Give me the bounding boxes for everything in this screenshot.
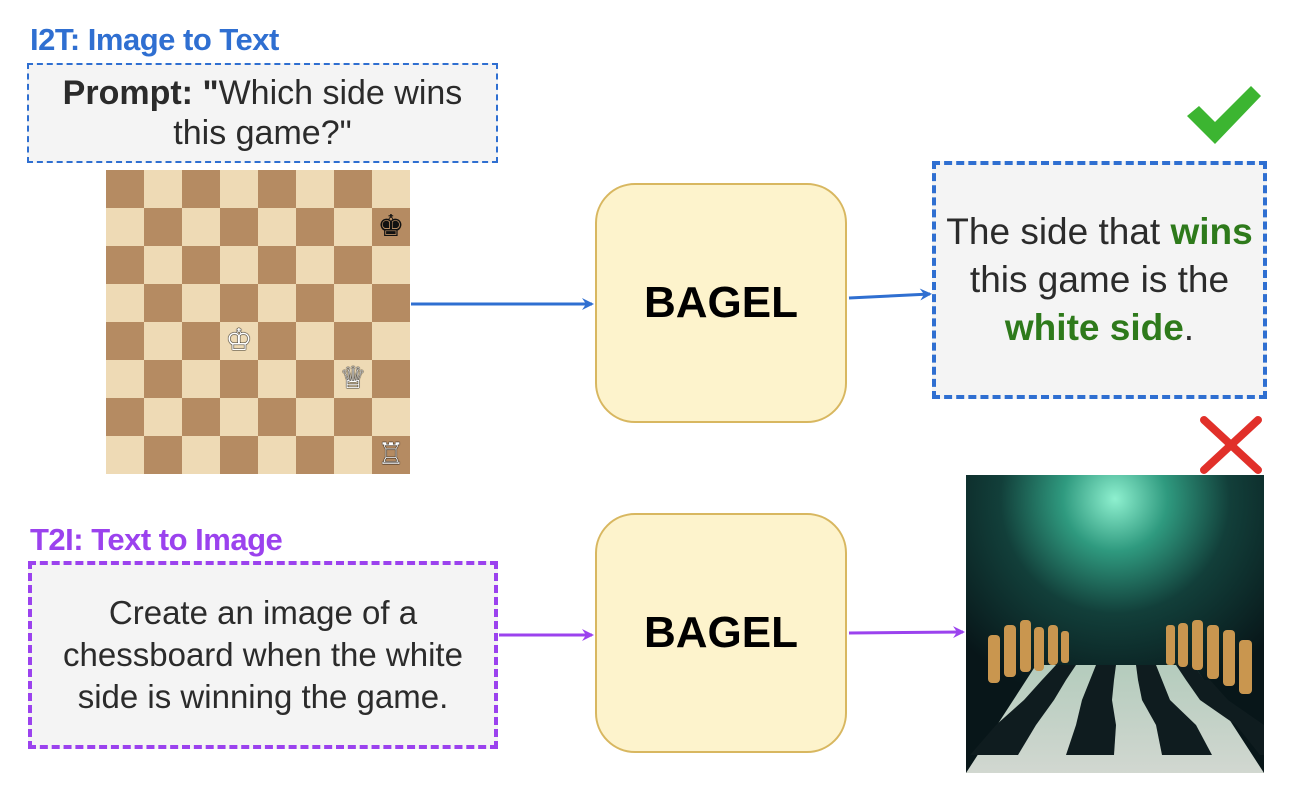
square-c5 bbox=[182, 284, 220, 322]
square-e4 bbox=[258, 322, 296, 360]
square-c6 bbox=[182, 246, 220, 284]
square-b1 bbox=[144, 436, 182, 474]
square-a7 bbox=[106, 208, 144, 246]
square-a4 bbox=[106, 322, 144, 360]
square-g5 bbox=[334, 284, 372, 322]
i2t-title: I2T: Image to Text bbox=[30, 22, 279, 57]
chess-piece-white-g3: ♕ bbox=[339, 361, 367, 396]
square-d3 bbox=[220, 360, 258, 398]
cross-mark-icon bbox=[1200, 416, 1262, 474]
square-h8 bbox=[372, 170, 410, 208]
chess-piece-white-d4: ♔ bbox=[225, 323, 253, 358]
square-f1 bbox=[296, 436, 334, 474]
square-e1 bbox=[258, 436, 296, 474]
square-h7: ♚ bbox=[372, 208, 410, 246]
answer-highlight-wins: wins bbox=[1170, 211, 1253, 252]
arrow-model-to-answer bbox=[848, 288, 932, 301]
square-d6 bbox=[220, 246, 258, 284]
square-c1 bbox=[182, 436, 220, 474]
square-d8 bbox=[220, 170, 258, 208]
square-f3 bbox=[296, 360, 334, 398]
t2i-prompt-text: Create an image of a chessboard when the… bbox=[63, 594, 463, 715]
chess-pieces-left bbox=[988, 620, 1069, 683]
square-a5 bbox=[106, 284, 144, 322]
square-c8 bbox=[182, 170, 220, 208]
arrow-model-to-image bbox=[848, 626, 965, 639]
square-c7 bbox=[182, 208, 220, 246]
square-g2 bbox=[334, 398, 372, 436]
square-c3 bbox=[182, 360, 220, 398]
generated-chess-image bbox=[966, 475, 1264, 773]
perspective-board bbox=[966, 665, 1264, 773]
square-h1: ♖ bbox=[372, 436, 410, 474]
square-b5 bbox=[144, 284, 182, 322]
square-h3 bbox=[372, 360, 410, 398]
square-b6 bbox=[144, 246, 182, 284]
square-g3: ♕ bbox=[334, 360, 372, 398]
prompt-label: Prompt: " bbox=[62, 74, 219, 112]
square-a8 bbox=[106, 170, 144, 208]
square-b2 bbox=[144, 398, 182, 436]
square-b3 bbox=[144, 360, 182, 398]
square-e8 bbox=[258, 170, 296, 208]
i2t-answer-box: The side that wins this game is the whit… bbox=[932, 161, 1267, 399]
chess-piece-black-h7: ♚ bbox=[377, 209, 405, 244]
chess-pieces-right bbox=[1166, 620, 1252, 694]
chess-piece-white-h1: ♖ bbox=[377, 437, 405, 472]
square-f4 bbox=[296, 322, 334, 360]
square-e2 bbox=[258, 398, 296, 436]
chessboard: ♚ ♔ ♕ ♖ bbox=[106, 170, 410, 474]
square-f5 bbox=[296, 284, 334, 322]
square-f8 bbox=[296, 170, 334, 208]
square-d7 bbox=[220, 208, 258, 246]
square-h5 bbox=[372, 284, 410, 322]
check-mark-icon bbox=[1187, 86, 1261, 144]
square-b7 bbox=[144, 208, 182, 246]
square-a3 bbox=[106, 360, 144, 398]
square-b4 bbox=[144, 322, 182, 360]
answer-part2: this game is the bbox=[969, 259, 1230, 300]
square-f7 bbox=[296, 208, 334, 246]
prompt-text: Which side wins this game?" bbox=[173, 74, 463, 152]
square-g6 bbox=[334, 246, 372, 284]
answer-part3: . bbox=[1183, 307, 1195, 348]
square-h4 bbox=[372, 322, 410, 360]
square-d5 bbox=[220, 284, 258, 322]
square-d2 bbox=[220, 398, 258, 436]
i2t-prompt-box: Prompt: "Which side wins this game?" bbox=[27, 63, 498, 163]
t2i-title: T2I: Text to Image bbox=[30, 522, 283, 557]
bagel-model-i2t: BAGEL bbox=[595, 183, 847, 423]
square-g8 bbox=[334, 170, 372, 208]
square-h6 bbox=[372, 246, 410, 284]
square-d4: ♔ bbox=[220, 322, 258, 360]
square-c2 bbox=[182, 398, 220, 436]
square-d1 bbox=[220, 436, 258, 474]
square-g1 bbox=[334, 436, 372, 474]
square-g4 bbox=[334, 322, 372, 360]
answer-part1: The side that bbox=[946, 211, 1171, 252]
square-f6 bbox=[296, 246, 334, 284]
bagel-model-t2i: BAGEL bbox=[595, 513, 847, 753]
square-b8 bbox=[144, 170, 182, 208]
square-g7 bbox=[334, 208, 372, 246]
square-h2 bbox=[372, 398, 410, 436]
answer-highlight-white-side: white side bbox=[1004, 307, 1184, 348]
square-a2 bbox=[106, 398, 144, 436]
square-e6 bbox=[258, 246, 296, 284]
t2i-prompt-box: Create an image of a chessboard when the… bbox=[28, 561, 498, 749]
square-c4 bbox=[182, 322, 220, 360]
square-e3 bbox=[258, 360, 296, 398]
square-a1 bbox=[106, 436, 144, 474]
square-a6 bbox=[106, 246, 144, 284]
square-e7 bbox=[258, 208, 296, 246]
square-f2 bbox=[296, 398, 334, 436]
square-e5 bbox=[258, 284, 296, 322]
